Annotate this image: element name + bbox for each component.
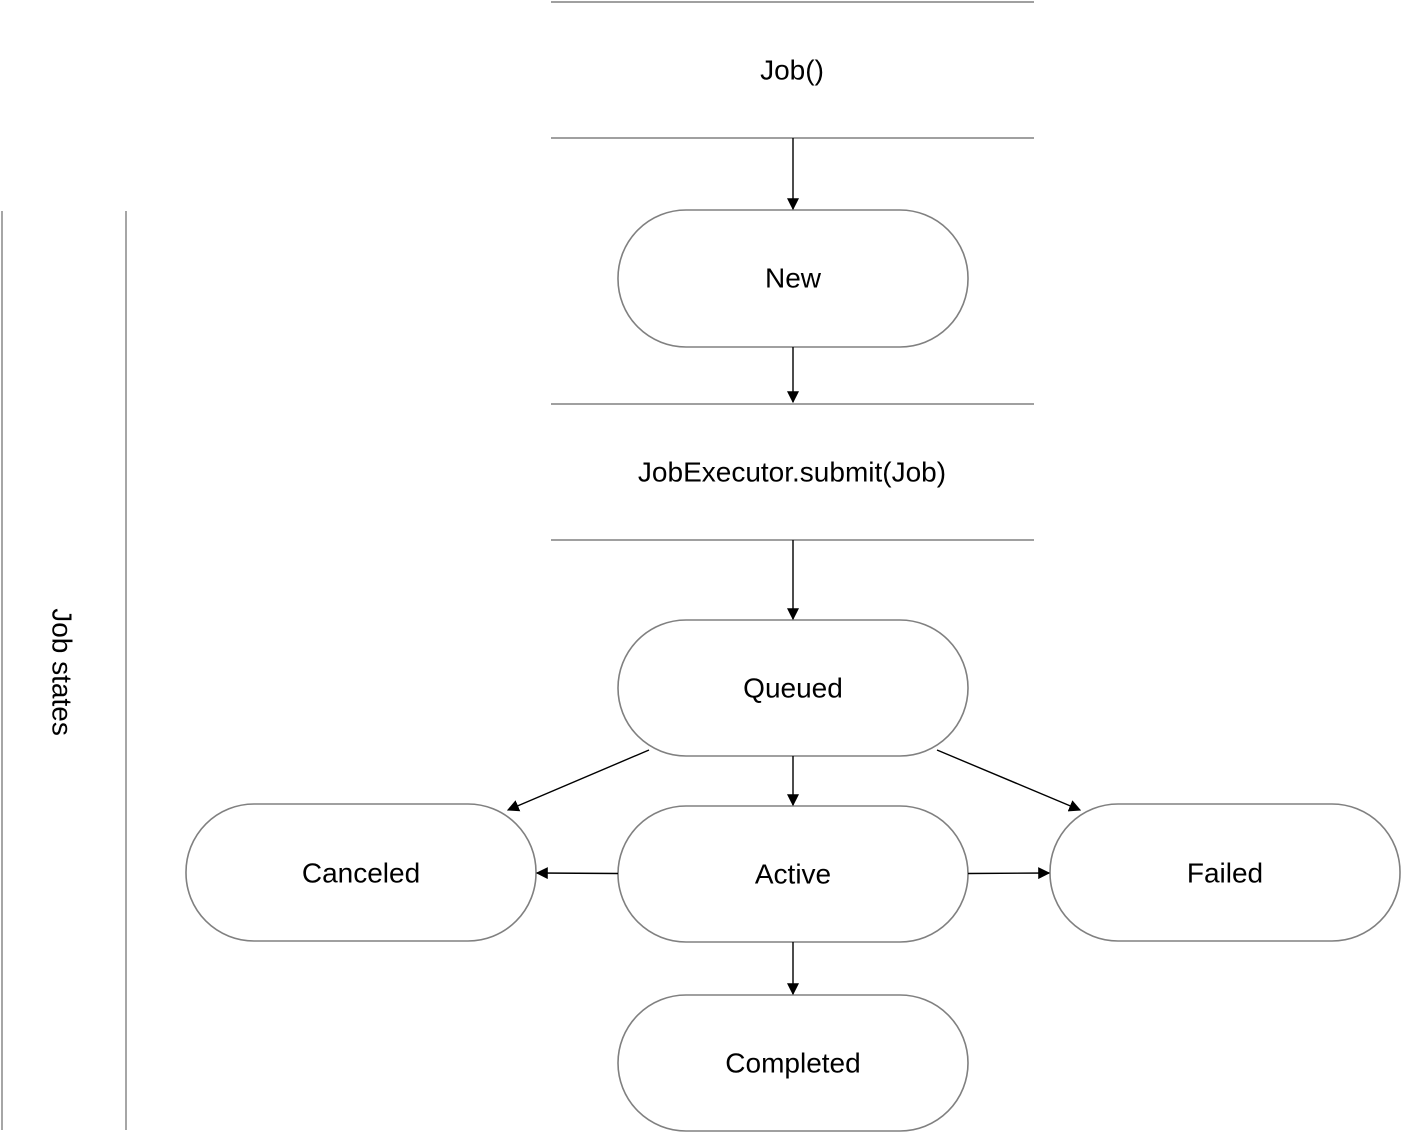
edge-queued-to-canceled [506, 749, 650, 812]
step-constructor: Job() [551, 1, 1034, 139]
edge-active-to-failed [967, 867, 1051, 880]
state-completed: Completed [617, 994, 969, 1132]
state-active-label: Active [755, 859, 831, 890]
state-new-label: New [765, 263, 822, 294]
state-new: New [617, 209, 969, 348]
state-failed-label: Failed [1187, 858, 1263, 889]
step-submit: JobExecutor.submit(Job) [551, 403, 1034, 541]
state-completed-label: Completed [725, 1048, 860, 1079]
edge-active-to-canceled [535, 867, 619, 880]
state-canceled-label: Canceled [302, 858, 420, 889]
state-active: Active [617, 805, 969, 943]
job-states-lane: Job states [1, 211, 127, 1130]
step-constructor-label: Job() [760, 55, 824, 86]
edges [506, 138, 1082, 996]
step-submit-label: JobExecutor.submit(Job) [638, 457, 946, 488]
state-queued: Queued [617, 619, 969, 757]
edge-queued-to-failed [936, 749, 1082, 812]
lane-label: Job states [47, 608, 78, 736]
state-queued-label: Queued [743, 673, 843, 704]
state-failed: Failed [1049, 803, 1401, 942]
state-canceled: Canceled [185, 803, 537, 942]
